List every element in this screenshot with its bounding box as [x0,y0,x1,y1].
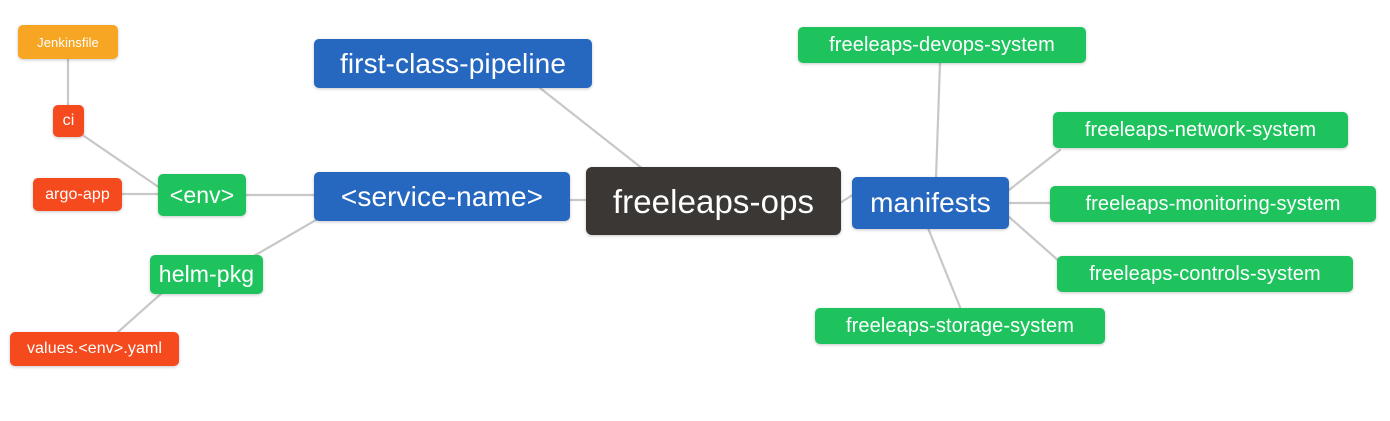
node-freeleaps-monitoring-system[interactable]: freeleaps-monitoring-system [1050,186,1376,222]
node-service-name[interactable]: <service-name> [314,172,570,221]
node-argo-app[interactable]: argo-app [33,178,122,211]
node-freeleaps-devops-system[interactable]: freeleaps-devops-system [798,27,1086,63]
node-freeleaps-controls-system[interactable]: freeleaps-controls-system [1057,256,1353,292]
node-label: freeleaps-controls-system [1089,263,1321,285]
edge-manifests-devops [934,61,942,180]
node-env[interactable]: <env> [158,174,246,216]
node-label: manifests [870,187,991,218]
node-first-class-pipeline[interactable]: first-class-pipeline [314,39,592,88]
node-label: ci [62,112,75,129]
edge-pipeline-root [538,86,650,175]
node-label: Jenkinsfile [37,34,99,50]
node-label: first-class-pipeline [339,47,567,79]
edge-helmpkg-values [116,290,165,334]
edge-manifests-storage [926,226,962,309]
node-label: freeleaps-storage-system [845,315,1075,337]
node-label: freeleaps-ops [612,182,815,220]
edge-manifests-controls [1006,214,1062,264]
node-values-yaml[interactable]: values.<env>.yaml [10,332,179,366]
node-label: freeleaps-monitoring-system [1085,193,1341,215]
node-freeleaps-storage-system[interactable]: freeleaps-storage-system [815,308,1105,344]
node-label: <env> [169,181,235,208]
node-ci[interactable]: ci [53,105,84,137]
node-root-freeleaps-ops[interactable]: freeleaps-ops [586,167,841,235]
node-label: values.<env>.yaml [26,340,163,357]
node-manifests[interactable]: manifests [852,177,1009,229]
node-label: argo-app [45,185,110,203]
node-helm-pkg[interactable]: helm-pkg [150,255,263,294]
node-jenkinsfile[interactable]: Jenkinsfile [18,25,118,59]
node-label: <service-name> [340,180,544,212]
edge-manifests-network [1007,148,1062,192]
node-label: freeleaps-devops-system [829,34,1055,56]
node-label: helm-pkg [158,261,255,287]
node-freeleaps-network-system[interactable]: freeleaps-network-system [1053,112,1348,148]
node-label: freeleaps-network-system [1084,119,1317,141]
